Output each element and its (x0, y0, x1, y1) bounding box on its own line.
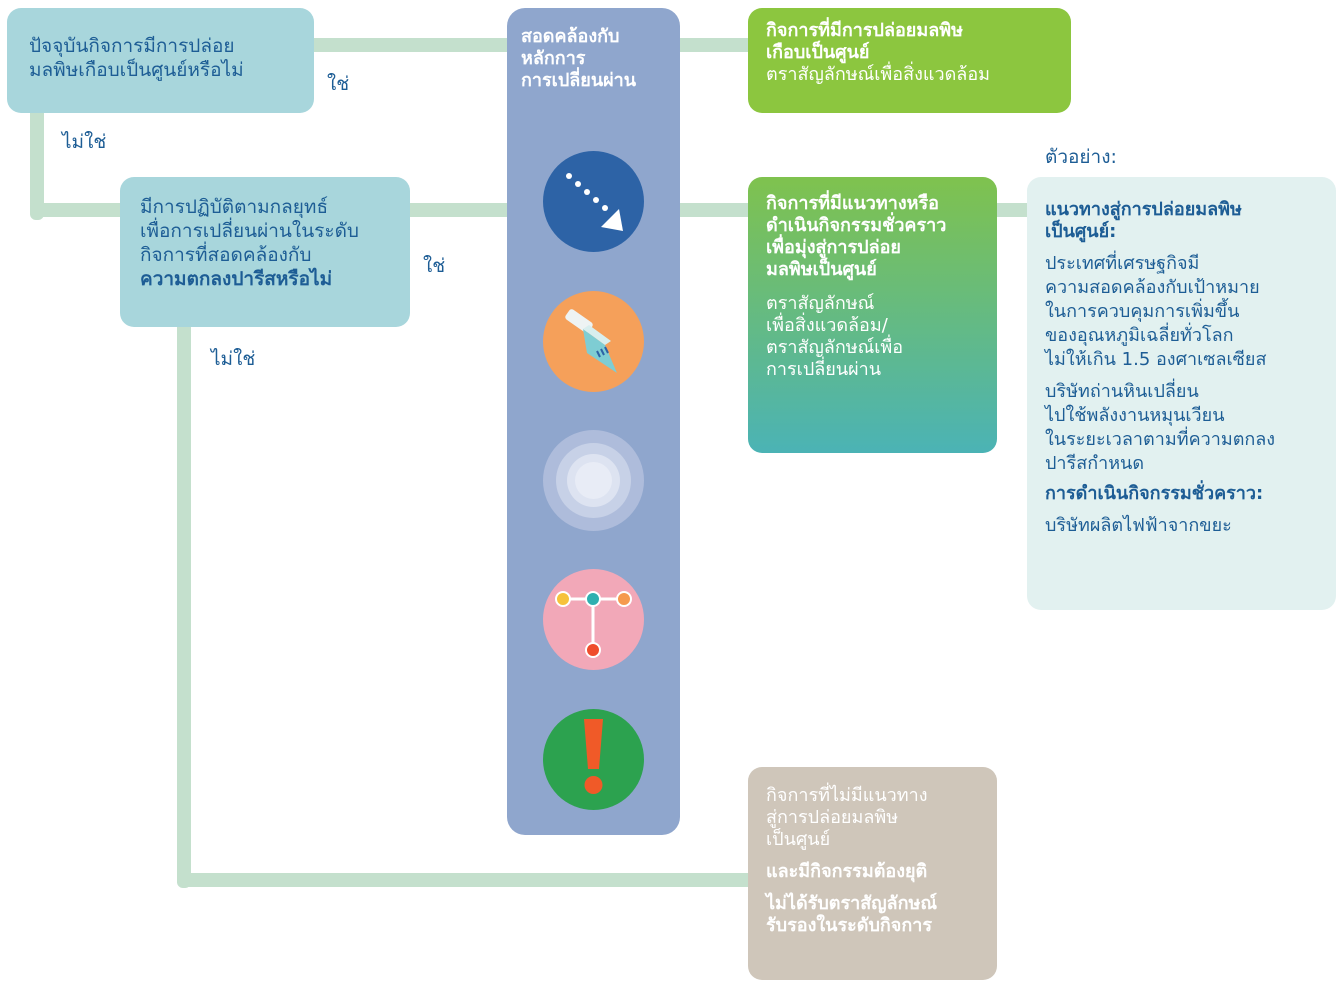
question-2-line3: กิจการที่สอดคล้องกับ (140, 244, 312, 266)
example-heading-2: การดำเนินกิจกรรมชั่วคราว: (1045, 483, 1264, 504)
result-pathway-line7: ตราสัญลักษณ์เพื่อ (766, 337, 904, 358)
example-heading-1b: เป็นศูนย์: (1045, 221, 1117, 242)
column-title-line3: การเปลี่ยนผ่าน (521, 70, 637, 91)
example-p1a: ประเทศที่เศรษฐกิจมี (1045, 253, 1200, 274)
result-no-pathway-line4: และมีกิจกรรมต้องยุติ (766, 861, 928, 882)
connector-q1-down (30, 105, 44, 220)
result-no-pathway-line5: ไม่ได้รับตราสัญลักษณ์ (766, 893, 938, 914)
result-near-zero-line2: เกือบเป็นศูนย์ (766, 42, 870, 63)
label-no-2: ไม่ใช่ (211, 348, 256, 370)
result-pathway-line2: ดำเนินกิจกรรมชั่วคราว (766, 215, 947, 236)
label-yes-2: ใช่ (423, 255, 446, 277)
question-2-line4: ความตกลงปารีสหรือไม่ (140, 268, 333, 290)
result-pathway-line1: กิจการที่มีแนวทางหรือ (766, 193, 939, 214)
result-pathway-line4: มลพิษเป็นศูนย์ (766, 259, 877, 280)
connector-column-to-teal (670, 203, 760, 217)
example-p3: บริษัทผลิตไฟฟ้าจากขยะ (1045, 515, 1232, 536)
example-p2a: บริษัทถ่านหินเปลี่ยน (1045, 381, 1199, 402)
example-p1c: ในการควบคุมการเพิ่มขึ้น (1045, 301, 1240, 322)
result-pathway-line5: ตราสัญลักษณ์ (766, 293, 875, 314)
result-near-zero-box: กิจการที่มีการปล่อยมลพิษ เกือบเป็นศูนย์ … (748, 8, 1071, 113)
label-no-1: ไม่ใช่ (62, 131, 107, 153)
question-2-line1: มีการปฏิบัติตามกลยุทธ์ (140, 196, 329, 218)
exclamation-icon (543, 709, 644, 810)
result-near-zero-label: ตราสัญลักษณ์เพื่อสิ่งแวดล้อม (766, 64, 990, 85)
example-p2d: ปารีสกำหนด (1045, 453, 1145, 474)
example-box: แนวทางสู่การปล่อยมลพิษ เป็นศูนย์: ประเทศ… (1027, 177, 1336, 610)
example-p1b: ความสอดคล้องกับเป้าหมาย (1045, 277, 1260, 298)
result-pathway-line8: การเปลี่ยนผ่าน (766, 359, 882, 380)
result-no-pathway-line2: สู่การปล่อยมลพิษ (766, 807, 899, 828)
question-1-line1: ปัจจุบันกิจการมีการปล่อย (29, 35, 235, 57)
connector-q2-to-column (400, 203, 530, 217)
question-2-line2: เพื่อการเปลี่ยนผ่านในระดับ (140, 220, 359, 242)
result-no-pathway-line3: เป็นศูนย์ (766, 829, 831, 850)
result-pathway-box: กิจการที่มีแนวทางหรือ ดำเนินกิจกรรมชั่วค… (748, 177, 997, 453)
question-1-line2: มลพิษเกือบเป็นศูนย์หรือไม่ (29, 59, 244, 81)
result-pathway-line6: เพื่อสิ่งแวดล้อม/ (766, 315, 888, 336)
column-title: สอดคล้องกับ หลักการ การเปลี่ยนผ่าน (521, 26, 671, 92)
transition-principles-column: สอดคล้องกับ หลักการ การเปลี่ยนผ่าน (507, 8, 680, 835)
result-no-pathway-line6: รับรองในระดับกิจการ (766, 915, 933, 936)
result-no-pathway-box: กิจการที่ไม่มีแนวทาง สู่การปล่อยมลพิษ เป… (748, 767, 997, 980)
branch-network-icon (543, 569, 644, 670)
connector-q1-to-q2 (30, 203, 130, 217)
connector-column-to-green (670, 38, 760, 52)
connector-q1-to-column (300, 38, 530, 52)
column-title-line1: สอดคล้องกับ (521, 26, 620, 47)
example-p1d: ของอุณหภูมิเฉลี่ยทั่วโลก (1045, 325, 1234, 346)
example-p2b: ไปใช้พลังงานหมุนเวียน (1045, 405, 1225, 426)
arrow-dotted-icon (543, 151, 644, 252)
result-pathway-line3: เพื่อมุ่งสู่การปล่อย (766, 237, 901, 258)
concentric-core (575, 462, 612, 499)
example-heading-1a: แนวทางสู่การปล่อยมลพิษ (1045, 199, 1242, 220)
example-caption: ตัวอย่าง: (1045, 146, 1117, 168)
column-title-line2: หลักการ (521, 48, 586, 69)
result-near-zero-line1: กิจการที่มีการปล่อยมลพิษ (766, 20, 963, 41)
result-no-pathway-line1: กิจการที่ไม่มีแนวทาง (766, 785, 928, 806)
question-1-box: ปัจจุบันกิจการมีการปล่อย มลพิษเกือบเป็นศ… (7, 8, 314, 113)
connector-to-beige (177, 873, 760, 887)
label-yes-1: ใช่ (327, 73, 350, 95)
flask-icon (543, 291, 644, 392)
question-2-box: มีการปฏิบัติตามกลยุทธ์ เพื่อการเปลี่ยนผ่… (120, 177, 410, 327)
connector-q2-down (177, 318, 191, 888)
example-p2c: ในระยะเวลาตามที่ความตกลง (1045, 429, 1276, 450)
concentric-circles-icon (543, 430, 644, 531)
example-p1e: ไม่ให้เกิน 1.5 องศาเซลเซียส (1045, 349, 1267, 370)
